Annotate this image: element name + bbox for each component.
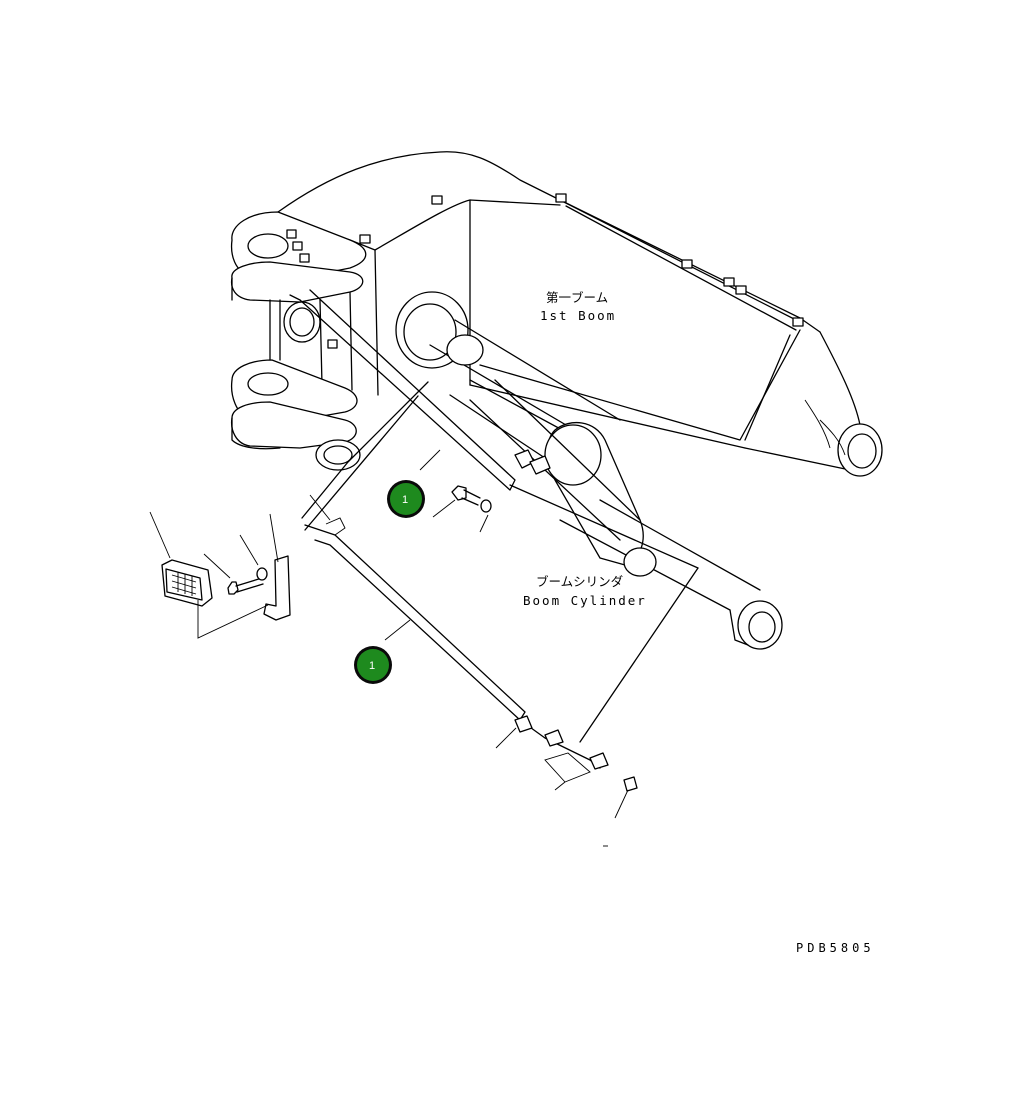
boom-head (230, 211, 367, 471)
callout-badge-upper[interactable]: 1 (387, 480, 425, 518)
boom-cylinder (395, 291, 783, 650)
boom-label-en: 1st Boom (540, 308, 616, 323)
callout-badge-lower[interactable]: 1 (354, 646, 392, 684)
first-boom (277, 151, 883, 477)
hose-lower (304, 484, 699, 847)
boom-label-jp: 第一ブーム (546, 290, 608, 305)
hose-upper (289, 289, 551, 531)
drawing-code: PDB5805 (796, 941, 875, 955)
callout-number: 1 (402, 494, 408, 506)
work-lamp-assembly (149, 511, 291, 639)
bolt-washer-upper (309, 449, 492, 641)
cylinder-label-en: Boom Cylinder (523, 593, 647, 608)
callout-number: 1 (369, 660, 375, 672)
cylinder-label-jp: ブームシリンダ (536, 574, 623, 589)
